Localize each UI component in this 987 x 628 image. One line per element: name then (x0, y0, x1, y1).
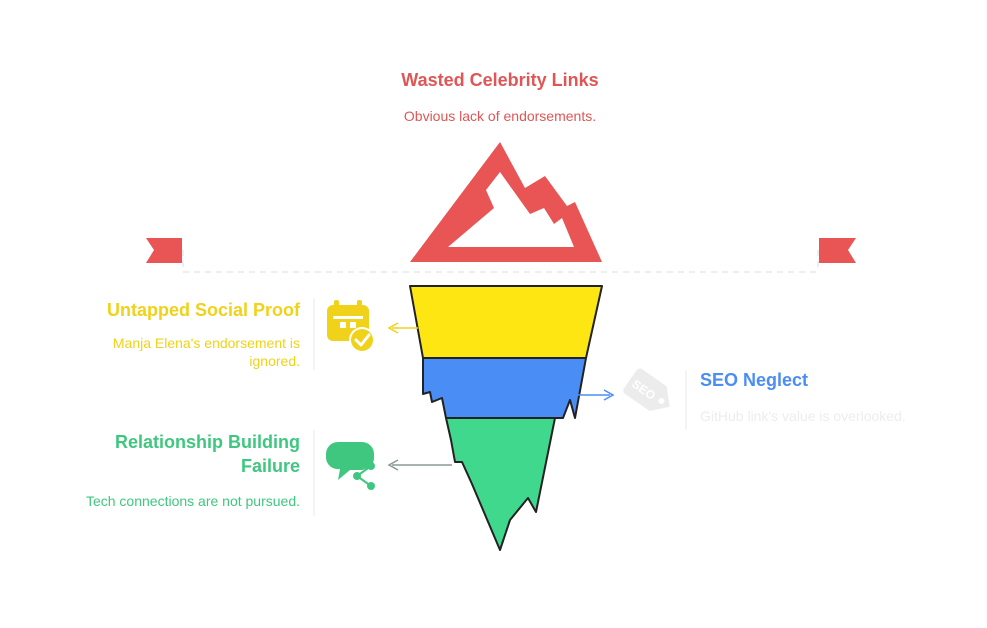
mountain-peak-icon (410, 142, 602, 262)
relationship-title: Relationship Building Failure (115, 432, 300, 476)
right-ribbon-flag (819, 238, 856, 263)
connector-seo (578, 389, 615, 401)
chat-share-icon (326, 442, 379, 490)
layer-relationship (445, 417, 556, 551)
top-description: Obvious lack of endorsements. (403, 108, 597, 124)
top-title: Wasted Celebrity Links (401, 70, 599, 90)
social-proof-description: Manja Elena's endorsement is ignored. (112, 335, 300, 369)
connector-social (387, 322, 418, 334)
calendar-check-icon (327, 300, 375, 353)
connector-relationship (387, 459, 452, 471)
social-proof-title: Untapped Social Proof (106, 300, 300, 320)
left-ribbon-flag (146, 238, 182, 263)
seo-description: GitHub link's value is overlooked. (700, 408, 906, 424)
layer-social-proof (409, 285, 603, 359)
layer-seo (422, 357, 587, 419)
seo-tag-icon: SEO (623, 368, 670, 412)
relationship-description: Tech connections are not pursued. (85, 493, 300, 509)
seo-title: SEO Neglect (700, 370, 809, 390)
